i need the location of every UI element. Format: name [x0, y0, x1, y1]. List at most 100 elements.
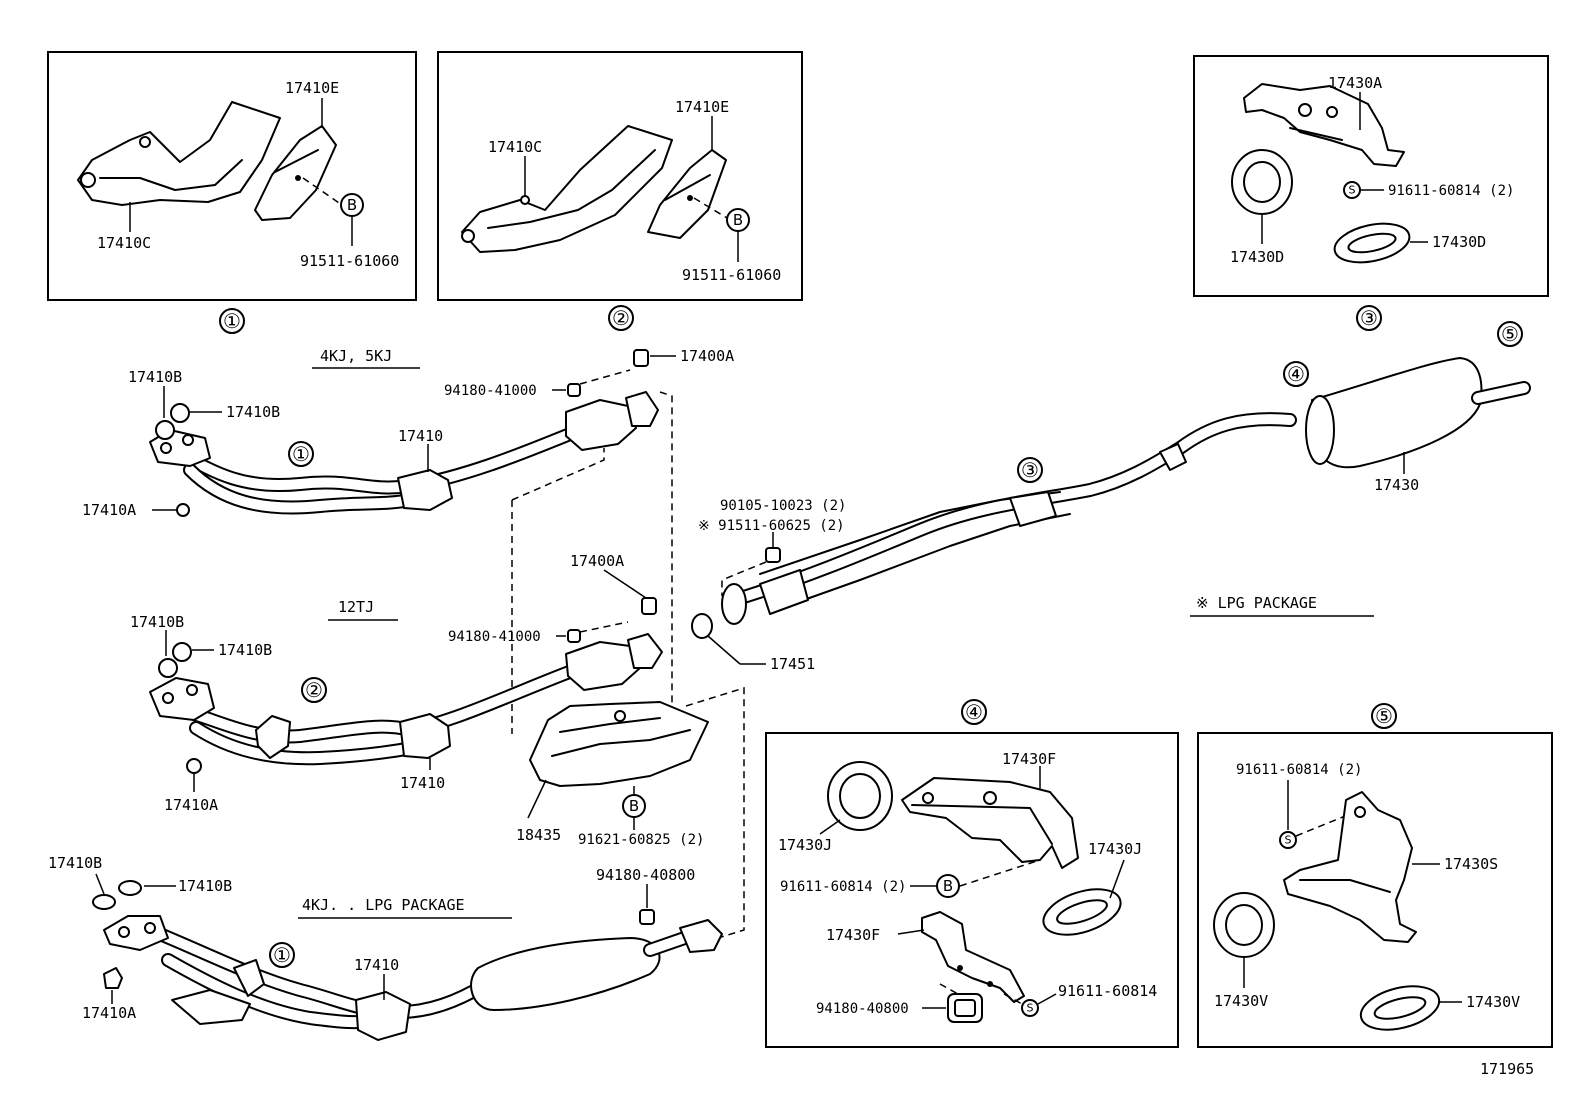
label-17410a-a3: 17410A [82, 1004, 136, 1022]
label-91511-60625: ※ 91511-60625 (2) [698, 518, 845, 534]
ring-17430j-right [1042, 888, 1122, 936]
label-17430d-left: 17430D [1230, 248, 1284, 266]
variant-label-4kj-lpg: 4KJ. . LPG PACKAGE [302, 896, 465, 914]
callout-1-a3-label: ① [273, 943, 291, 967]
main-muffler-17430 [1305, 357, 1531, 469]
label-17430v-left: 17430V [1214, 992, 1268, 1010]
ring-17430d-left [1231, 149, 1293, 215]
label-91621-60825: 91621-60825 (2) [578, 832, 704, 848]
label-17451: 17451 [770, 655, 815, 673]
label-17400a-a2: 17400A [570, 552, 624, 570]
nut-17410a-a1 [176, 503, 190, 517]
label-17410b-a3-right: 17410B [178, 877, 232, 895]
nut-94180-40800-a3 [639, 909, 655, 925]
callout-b-box4-label: B [943, 877, 953, 895]
callout-s-box5-label: S [1285, 834, 1292, 847]
variant-label-4kj-5kj: 4KJ, 5KJ [320, 347, 392, 365]
callout-2-a2 [301, 677, 327, 703]
ring-17430j-left [827, 761, 893, 831]
label-17410b-a1-top: 17410B [128, 368, 182, 386]
label-17410a-a1: 17410A [82, 501, 136, 519]
nut-17410a-a2 [186, 758, 202, 774]
heat-insulator-17410c-box1 [77, 101, 281, 206]
label-91611-60814-box5: 91611-60814 (2) [1236, 762, 1362, 778]
label-17410b-a3-top: 17410B [48, 854, 102, 872]
nut-17410a-a3 [103, 967, 123, 989]
callout-1-a1 [288, 441, 314, 467]
callout-4-center [1283, 361, 1309, 387]
bolt-94180-41000-a1 [567, 383, 581, 397]
callout-b-box1-label: B [347, 196, 357, 214]
bracket-17430f-bottom [921, 911, 1025, 1003]
bushing-94180-40800-box4 [947, 993, 983, 1023]
callout-1-box-label: ① [223, 309, 241, 333]
callout-4-box [961, 699, 987, 725]
ring-17430v-right [1359, 985, 1441, 1031]
label-17430s-box5: 17430S [1444, 855, 1498, 873]
label-17430j-left: 17430J [778, 836, 832, 854]
gasket-17410b-a3a [92, 894, 116, 910]
callout-b-box2-label: B [733, 211, 743, 229]
callout-s-box4-label: S [1027, 1002, 1034, 1015]
clamp-17400a-a1 [633, 349, 649, 367]
gasket-17410b-a1 [155, 420, 175, 440]
callout-3-center-label: ③ [1021, 458, 1039, 482]
lpg-package-note: ※ LPG PACKAGE [1196, 594, 1317, 612]
callout-3-box-label: ③ [1360, 306, 1378, 330]
label-17430a-box3: 17430A [1328, 74, 1382, 92]
label-91611-60814-box4-s: 91611-60814 [1058, 982, 1157, 1000]
callout-5-center [1497, 321, 1523, 347]
variant-label-12tj: 12TJ [338, 598, 374, 616]
label-94180-40800-a3: 94180-40800 [596, 866, 695, 884]
ring-17430v-left [1213, 892, 1275, 958]
detail-box-5 [1197, 732, 1553, 1048]
gasket-17410b-a2 [158, 658, 178, 678]
label-91511-61060-box2: 91511-61060 [682, 266, 781, 284]
figure-code: 171965 [1480, 1060, 1534, 1078]
callout-3-box [1356, 305, 1382, 331]
callout-2-box-label: ② [612, 306, 630, 330]
label-17410-a2: 17410 [400, 774, 445, 792]
label-17400a-a1: 17400A [680, 347, 734, 365]
bracket-17410e-box1 [254, 125, 343, 221]
bolt-90105-10023 [765, 547, 781, 563]
label-17430f-top: 17430F [1002, 750, 1056, 768]
label-94180-41000-a1: 94180-41000 [444, 383, 537, 399]
label-91611-60814-box3: 91611-60814 (2) [1388, 183, 1514, 199]
callout-2-a2-label: ② [305, 678, 323, 702]
label-17430v-right: 17430V [1466, 993, 1520, 1011]
hanger-17430s-box5 [1283, 791, 1417, 943]
label-17410c-box2: 17410C [488, 138, 542, 156]
label-17410b-a1-right: 17410B [226, 403, 280, 421]
label-17410e-box1: 17410E [285, 79, 339, 97]
callout-b-box4 [936, 874, 960, 898]
callout-4-box-label: ④ [965, 700, 983, 724]
detail-box-3 [1193, 55, 1549, 297]
bracket-17410e-box2 [647, 149, 728, 239]
label-94180-41000-a2: 94180-41000 [448, 629, 541, 645]
label-17410-a1: 17410 [398, 427, 443, 445]
label-17430f-bottom: 17430F [826, 926, 880, 944]
hanger-17430a-box3 [1243, 83, 1405, 167]
callout-5-box-label: ⑤ [1375, 704, 1393, 728]
label-17410c-box1: 17410C [97, 234, 151, 252]
detail-box-1 [47, 51, 417, 301]
callout-5-center-label: ⑤ [1501, 322, 1519, 346]
bolt-94180-41000-a2 [567, 629, 581, 643]
label-90105-10023: 90105-10023 (2) [720, 498, 846, 514]
label-17430d-right: 17430D [1432, 233, 1486, 251]
callout-1-a1-label: ① [292, 442, 310, 466]
label-17430j-right: 17430J [1088, 840, 1142, 858]
detail-box-2 [437, 51, 803, 301]
label-17430: 17430 [1374, 476, 1419, 494]
label-17410b-a2-right: 17410B [218, 641, 272, 659]
callout-4-center-label: ④ [1287, 362, 1305, 386]
callout-3-center [1017, 457, 1043, 483]
gasket-17410b-a3b [118, 880, 142, 896]
gasket-17451 [691, 613, 713, 639]
label-17410b-a2-top: 17410B [130, 613, 184, 631]
callout-5-box [1371, 703, 1397, 729]
callout-s-box4 [1021, 999, 1039, 1017]
callout-1-a3 [269, 942, 295, 968]
